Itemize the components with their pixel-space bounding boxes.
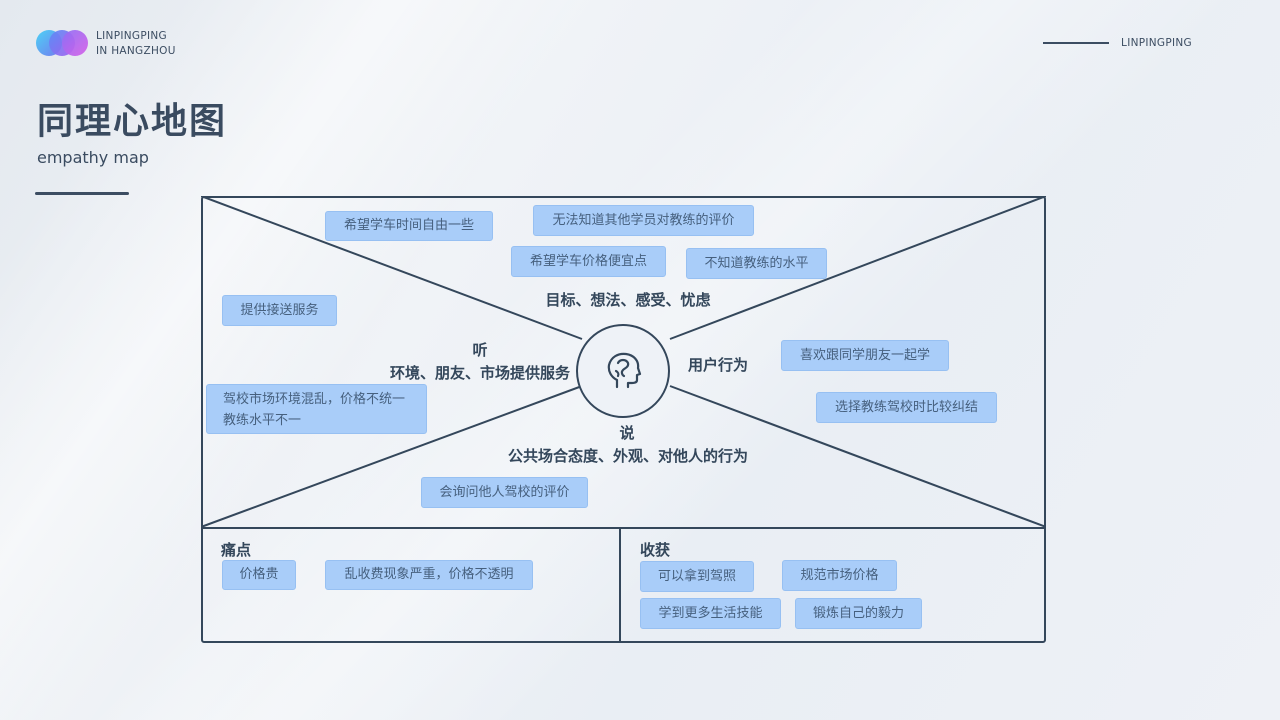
- say-section-label: 公共场合态度、外观、对他人的行为: [507, 447, 748, 465]
- think-note-3: 希望学车价格便宜点: [511, 246, 666, 277]
- header-divider: [1043, 42, 1110, 44]
- gain-note-4: 锻炼自己的毅力: [795, 598, 922, 629]
- brand-line-1: LINPINGPING: [96, 30, 167, 42]
- gain-section-label: 收获: [640, 541, 671, 559]
- say-note-1: 会询问他人驾校的评价: [421, 477, 588, 508]
- diagonal-top-right: [669, 196, 1046, 340]
- pain-note-2: 乱收费现象严重，价格不透明: [325, 560, 533, 590]
- think-note-4: 不知道教练的水平: [686, 248, 827, 279]
- center-head-circle: [576, 324, 670, 418]
- pain-section-label: 痛点: [221, 541, 252, 559]
- empathy-map-lines: [201, 196, 1046, 643]
- think-section-label: 目标、想法、感受、忧虑: [545, 291, 711, 309]
- brand-logo: [36, 30, 92, 58]
- hear-note-2: 驾校市场环境混乱，价格不统一教练水平不一: [206, 384, 427, 434]
- head-profile-icon: [607, 352, 642, 389]
- hear-section-title: 听: [472, 341, 488, 359]
- think-note-1: 希望学车时间自由一些: [325, 211, 493, 241]
- brand-line-2: IN HANGZHOU: [96, 45, 176, 57]
- gain-note-1: 可以拿到驾照: [640, 561, 754, 592]
- say-section-title: 说: [619, 424, 635, 442]
- header-right: LINPINGPING: [1043, 37, 1192, 49]
- do-section-label: 用户行为: [687, 356, 748, 374]
- empathy-map-frame: [201, 196, 1046, 643]
- page-title: 同理心地图: [37, 101, 228, 142]
- gain-note-3: 学到更多生活技能: [640, 598, 781, 629]
- do-note-1: 喜欢跟同学朋友一起学: [781, 340, 949, 371]
- diagonal-top-left: [201, 196, 583, 340]
- page-subtitle: empathy map: [37, 148, 149, 167]
- diagonal-bottom-left: [201, 385, 583, 528]
- title-underline: [35, 192, 129, 195]
- pain-note-1: 价格贵: [222, 560, 296, 590]
- brand-text: LINPINGPING IN HANGZHOU: [96, 29, 176, 59]
- think-note-2: 无法知道其他学员对教练的评价: [533, 205, 754, 236]
- hear-section-label: 环境、朋友、市场提供服务: [389, 364, 570, 382]
- gain-note-2: 规范市场价格: [782, 560, 897, 591]
- do-note-2: 选择教练驾校时比较纠结: [816, 392, 997, 423]
- hear-note-1: 提供接送服务: [222, 295, 337, 326]
- header-right-label: LINPINGPING: [1121, 37, 1192, 49]
- diagonal-bottom-right: [669, 385, 1046, 528]
